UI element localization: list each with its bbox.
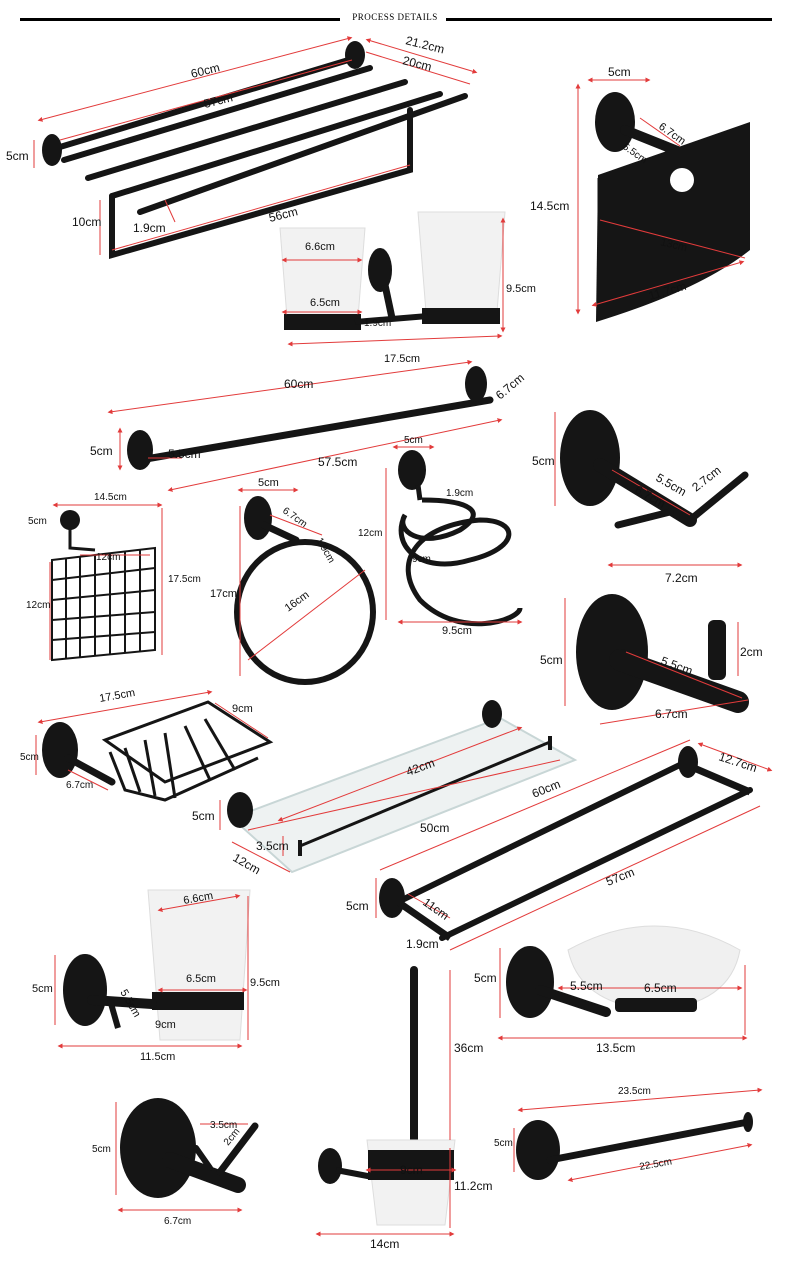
hair-dryer-dim-5: 9.5cm: [442, 625, 472, 637]
glass-shelf-dim-2: 50cm: [420, 821, 449, 835]
soap-basket-dim-4: 6.7cm: [66, 780, 93, 791]
glass-shelf-dim-4: 3.5cm: [256, 839, 289, 853]
towel-shelf-dim-2: 57cm: [202, 90, 234, 111]
header-title: PROCESS DETAILS: [0, 12, 790, 22]
double-tumbler-dim-1: 6.6cm: [305, 241, 335, 253]
soap-basket-dim-3: 5cm: [20, 752, 39, 763]
towel-ring-dim-1: 5cm: [258, 477, 279, 489]
double-hook-dim-3: 2.7cm: [689, 463, 723, 494]
paper-holder-dim-4: 14.5cm: [530, 199, 569, 213]
single-towel-bar: 60cm 6.7cm 5cm 5.5cm 57.5cm: [90, 359, 527, 492]
towel-ring-dim-2: 6.7cm: [280, 505, 309, 530]
double-bar-dim-1: 12.7cm: [717, 750, 759, 775]
hand-towel-dim-1: 23.5cm: [618, 1086, 651, 1097]
soap-dish-dim-4: 13.5cm: [596, 1041, 635, 1055]
hair-dryer-dim-3: 12cm: [358, 528, 382, 539]
towel-shelf-dim-1: 60cm: [189, 60, 221, 81]
toilet-brush-dim-4: 14cm: [370, 1237, 399, 1251]
toilet-brush-dim-3: 11.2cm: [454, 1179, 492, 1193]
soap-dish-dim-2: 5.5cm: [570, 979, 603, 993]
glass-shelf-dim-5: 12cm: [231, 850, 263, 877]
towel-shelf: 60cm 57cm 21.2cm 20cm 5cm 10cm 1.9cm 56c…: [6, 33, 478, 259]
hand-towel-bar: 23.5cm 5cm 22.5cm: [494, 1086, 763, 1182]
single-tumbler-dim-2: 6.5cm: [186, 973, 216, 985]
single-tumbler-dim-4: 5cm: [32, 983, 53, 995]
double-hook: 5cm 5.5cm 2.7cm 6.7cm 7.2cm: [532, 410, 749, 585]
double-tumbler-dim-3: 9.5cm: [506, 283, 536, 295]
small-hook-dim-1: 3.5cm: [210, 1120, 237, 1131]
double-hook-dim-1: 5cm: [532, 454, 555, 468]
double-bar-dim-6: 1.9cm: [406, 937, 439, 951]
small-double-hook: 3.5cm 2cm 5cm 6.7cm: [92, 1098, 259, 1227]
single-tumbler-dim-1: 6.6cm: [182, 890, 214, 907]
robe-hook: 5cm 5.5cm 2cm 6.7cm: [540, 594, 763, 725]
double-tumbler-dim-2: 6.5cm: [310, 297, 340, 309]
double-bar-dim-4: 5cm: [346, 899, 369, 913]
towel-shelf-dim-5: 5cm: [6, 149, 29, 163]
corner-basket-dim-3: 12cm: [96, 552, 120, 563]
glass-shelf-dim-3: 5cm: [192, 809, 215, 823]
soap-basket-dim-2: 9cm: [232, 703, 253, 715]
towel-shelf-dim-4: 20cm: [401, 53, 433, 74]
glass-shelf: 42cm 50cm 5cm 3.5cm 12cm: [192, 700, 578, 877]
single-tumbler-dim-6: 9cm: [155, 1019, 176, 1031]
soap-basket-dim-1: 17.5cm: [98, 687, 136, 705]
soap-dish-dim-1: 5cm: [474, 971, 497, 985]
single-bar-dim-2: 6.7cm: [493, 371, 527, 403]
header-rule-right: [446, 18, 772, 21]
single-bar-dim-5: 57.5cm: [318, 455, 357, 469]
header-rule-left: [20, 18, 340, 21]
hand-towel-dim-2: 5cm: [494, 1138, 513, 1149]
corner-basket-dim-2: 5cm: [28, 516, 47, 527]
corner-basket: 14.5cm 5cm 12cm 17.5cm 12cm: [26, 492, 201, 662]
toilet-brush-dim-2: 9cm: [400, 1163, 423, 1177]
corner-basket-dim-4: 17.5cm: [168, 574, 201, 585]
towel-ring: 5cm 6.7cm 17cm 16cm 1.9cm: [210, 477, 376, 685]
hair-dryer-dim-2: 1.9cm: [446, 488, 473, 499]
single-tumbler-dim-3: 9.5cm: [250, 977, 280, 989]
corner-basket-dim-1: 14.5cm: [94, 492, 127, 503]
double-tumbler-holder: 6.6cm 6.5cm 9.5cm 17.5cm 1.9cm: [279, 211, 536, 365]
small-hook-dim-4: 6.7cm: [164, 1216, 191, 1227]
paper-holder-dim-1: 5cm: [608, 65, 631, 79]
hair-dryer-dim-4: 9cm: [412, 554, 431, 565]
single-bar-dim-1: 60cm: [284, 377, 313, 391]
towel-ring-dim-3: 17cm: [210, 588, 237, 600]
robe-hook-dim-1: 5cm: [540, 653, 563, 667]
paper-holder: 5cm 6.7cm 5.5cm 14.5cm 13cm 11.7cm: [530, 65, 750, 322]
single-bar-dim-3: 5cm: [90, 444, 113, 458]
hair-dryer-dim-1: 5cm: [404, 435, 423, 446]
towel-ring-dim-4: 16cm: [283, 589, 312, 615]
hair-dryer-holder: 5cm 1.9cm 12cm 9cm 9.5cm: [358, 435, 523, 637]
double-tumbler-dim-4: 17.5cm: [384, 353, 420, 365]
soap-dish-dim-3: 6.5cm: [644, 981, 677, 995]
towel-shelf-dim-7: 1.9cm: [133, 221, 166, 235]
towel-shelf-dim-8: 56cm: [267, 204, 299, 225]
soap-dish: 5cm 5.5cm 6.5cm 13.5cm: [474, 925, 748, 1055]
single-tumbler-dim-7: 11.5cm: [140, 1051, 175, 1063]
soap-basket: 17.5cm 9cm 5cm 6.7cm: [20, 687, 274, 802]
towel-shelf-dim-6: 10cm: [72, 215, 101, 229]
toilet-brush-dim-1: 36cm: [454, 1041, 483, 1055]
robe-hook-dim-3: 2cm: [740, 645, 763, 659]
double-tumbler-dim-5: 1.9cm: [364, 318, 391, 329]
double-hook-dim-5: 7.2cm: [665, 571, 698, 585]
single-bar-dim-4: 5.5cm: [168, 447, 201, 461]
robe-hook-dim-4: 6.7cm: [655, 707, 688, 721]
hand-towel-dim-3: 22.5cm: [639, 1156, 673, 1173]
single-tumbler-holder: 6.6cm 6.5cm 9.5cm 5cm 5.5cm 9cm 11.5cm: [32, 889, 280, 1063]
double-bar-dim-3: 57cm: [604, 865, 636, 889]
header: PROCESS DETAILS: [0, 8, 790, 28]
double-bar-dim-2: 60cm: [530, 777, 562, 801]
small-hook-dim-3: 5cm: [92, 1144, 111, 1155]
corner-basket-dim-5: 12cm: [26, 600, 50, 611]
toilet-brush-holder: 36cm 9cm 11.2cm 14cm: [315, 966, 492, 1251]
